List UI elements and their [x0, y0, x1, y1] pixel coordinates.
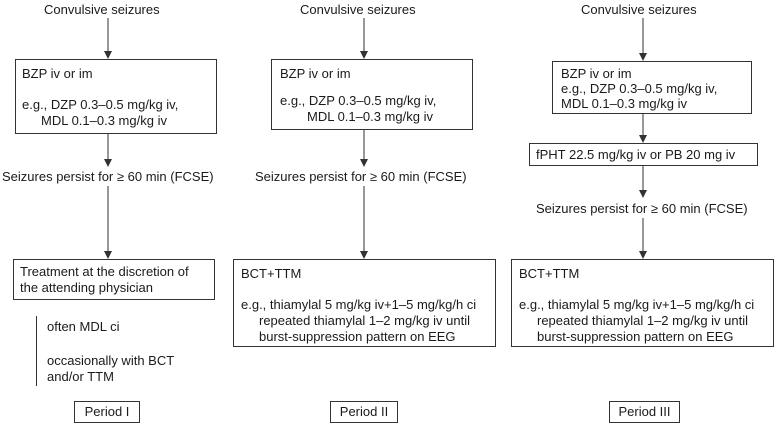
c3-bzp-dose2: MDL 0.1–0.3 mg/kg iv — [561, 96, 687, 111]
c2-bzp-title: BZP iv or im — [280, 66, 351, 81]
c3-bct-title: BCT+TTM — [519, 266, 580, 281]
c1-bzp-dose1: e.g., DZP 0.3–0.5 mg/kg iv, — [22, 97, 179, 112]
c2-bzp-dose2: MDL 0.1–0.3 mg/kg iv — [307, 109, 433, 124]
c2-bct-line3: burst-suppression pattern on EEG — [259, 329, 456, 344]
c1-treatment-box: Treatment at the discretion of the atten… — [13, 259, 215, 300]
period-1-label: Period I — [74, 401, 140, 423]
c1-start-label: Convulsive seizures — [44, 2, 160, 17]
c1-treatment-line1: Treatment at the discretion of — [20, 264, 189, 279]
c1-bzp-title: BZP iv or im — [22, 66, 93, 81]
c1-note-line2: occasionally with BCT — [47, 353, 175, 368]
c2-start-label: Convulsive seizures — [300, 2, 416, 17]
c1-notes-bracket — [36, 316, 37, 386]
c3-second-line-box: fPHT 22.5 mg/kg iv or PB 20 mg iv — [529, 143, 758, 166]
c3-bct-line1: e.g., thiamylal 5 mg/kg iv+1–5 mg/kg/h c… — [519, 297, 755, 312]
c1-persist-label: Seizures persist for ≥ 60 min (FCSE) — [2, 169, 214, 184]
c2-persist-label: Seizures persist for ≥ 60 min (FCSE) — [255, 169, 467, 184]
c1-bzp-box: BZP iv or im e.g., DZP 0.3–0.5 mg/kg iv,… — [15, 59, 217, 134]
c3-start-label: Convulsive seizures — [581, 2, 697, 17]
period-3-label: Period III — [609, 401, 680, 423]
c2-bct-title: BCT+TTM — [241, 266, 302, 281]
c3-bct-line2: repeated thiamylal 1–2 mg/kg iv until — [537, 313, 749, 328]
c3-bzp-dose1: e.g., DZP 0.3–0.5 mg/kg iv, — [561, 81, 718, 96]
c2-bct-line2: repeated thiamylal 1–2 mg/kg iv until — [259, 313, 471, 328]
c1-note-line3: and/or TTM — [47, 369, 114, 384]
period-2-label: Period II — [330, 401, 398, 423]
c3-second-line-text: fPHT 22.5 mg/kg iv or PB 20 mg iv — [536, 147, 736, 162]
c2-bzp-box: BZP iv or im e.g., DZP 0.3–0.5 mg/kg iv,… — [271, 59, 473, 130]
c3-bct-box: BCT+TTM e.g., thiamylal 5 mg/kg iv+1–5 m… — [511, 259, 774, 347]
c1-note-line1: often MDL ci — [47, 319, 120, 334]
c1-treatment-line2: the attending physician — [20, 280, 153, 295]
c1-bzp-dose2: MDL 0.1–0.3 mg/kg iv — [41, 113, 167, 128]
c2-bzp-dose1: e.g., DZP 0.3–0.5 mg/kg iv, — [280, 93, 437, 108]
c2-bct-box: BCT+TTM e.g., thiamylal 5 mg/kg iv+1–5 m… — [233, 259, 496, 347]
c2-bct-line1: e.g., thiamylal 5 mg/kg iv+1–5 mg/kg/h c… — [241, 297, 477, 312]
c3-bct-line3: burst-suppression pattern on EEG — [537, 329, 734, 344]
c3-persist-label: Seizures persist for ≥ 60 min (FCSE) — [536, 201, 748, 216]
c3-bzp-box: BZP iv or im e.g., DZP 0.3–0.5 mg/kg iv,… — [552, 61, 752, 114]
c3-bzp-title: BZP iv or im — [561, 66, 632, 81]
